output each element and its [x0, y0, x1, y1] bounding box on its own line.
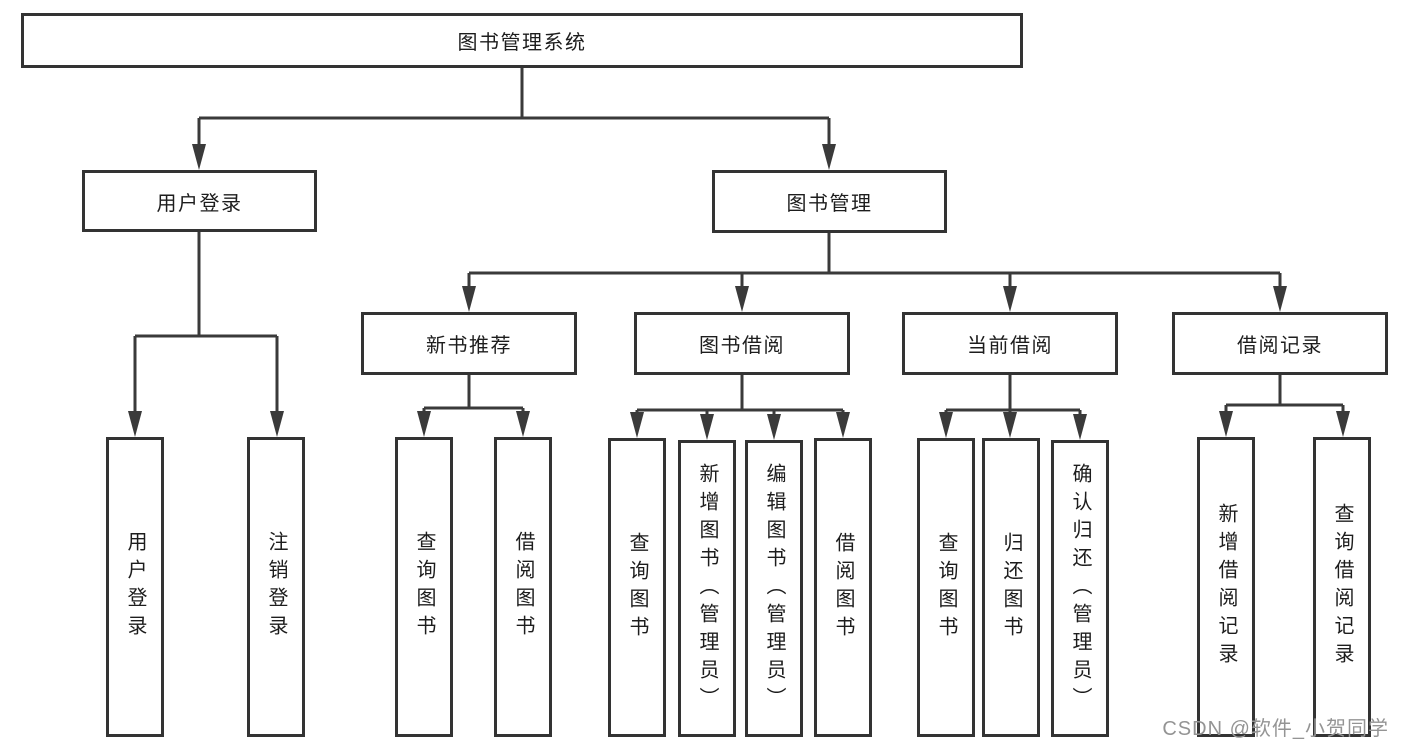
leaf-logout: 注销登录 — [247, 437, 305, 737]
node-new-book-recommend-label: 新书推荐 — [426, 335, 512, 357]
arrowhead — [270, 411, 284, 437]
leaf-user-login-label: 用户登录 — [124, 531, 146, 643]
leaf-add-book-admin: 新增图书（管理员） — [678, 440, 736, 737]
leaf-return-books-label: 归还图书 — [1000, 531, 1022, 644]
node-book-borrow: 图书借阅 — [634, 312, 850, 375]
leaf-add-book-admin-label: 新增图书（管理员） — [696, 462, 718, 715]
node-current-borrow: 当前借阅 — [902, 312, 1118, 375]
leaf-query-books-current-label: 查询图书 — [935, 531, 957, 644]
leaf-confirm-return-admin: 确认归还（管理员） — [1051, 440, 1109, 737]
leaf-borrow-books-recommend-label: 借阅图书 — [512, 531, 534, 643]
arrowhead — [192, 144, 206, 170]
arrowhead — [1003, 412, 1017, 438]
node-user-login-label: 用户登录 — [156, 192, 243, 215]
arrowhead — [939, 412, 953, 438]
arrowhead — [822, 144, 836, 170]
arrowhead — [1219, 411, 1233, 437]
arrowhead — [1336, 411, 1350, 437]
node-borrow-records: 借阅记录 — [1172, 312, 1388, 375]
leaf-borrow-books-borrow: 借阅图书 — [814, 438, 872, 737]
arrowhead — [735, 286, 749, 312]
leaf-borrow-books-recommend: 借阅图书 — [494, 437, 552, 737]
node-current-borrow-label: 当前借阅 — [967, 335, 1053, 357]
arrowhead — [630, 412, 644, 438]
leaf-user-login: 用户登录 — [106, 437, 164, 737]
node-book-management-label: 图书管理 — [786, 193, 873, 215]
leaf-edit-book-admin: 编辑图书（管理员） — [745, 440, 803, 737]
arrowhead — [700, 414, 714, 440]
leaf-query-books-recommend: 查询图书 — [395, 437, 453, 737]
node-book-management: 图书管理 — [712, 170, 947, 233]
leaf-edit-book-admin-label: 编辑图书（管理员） — [763, 462, 785, 715]
leaf-return-books: 归还图书 — [982, 438, 1040, 737]
leaf-add-borrow-record: 新增借阅记录 — [1197, 437, 1255, 737]
watermark-text: CSDN @软件_小贺同学 — [1162, 718, 1389, 740]
arrowhead — [1003, 286, 1017, 312]
leaf-query-books-borrow: 查询图书 — [608, 438, 666, 737]
leaf-logout-label: 注销登录 — [265, 531, 287, 643]
leaf-query-borrow-record-label: 查询借阅记录 — [1331, 503, 1353, 671]
node-book-borrow-label: 图书借阅 — [699, 335, 785, 357]
leaf-query-books-borrow-label: 查询图书 — [626, 531, 648, 644]
node-new-book-recommend: 新书推荐 — [361, 312, 577, 375]
leaf-query-books-recommend-label: 查询图书 — [413, 531, 435, 643]
arrowhead — [128, 411, 142, 437]
arrowhead — [836, 412, 850, 438]
arrowhead — [417, 411, 431, 437]
leaf-add-borrow-record-label: 新增借阅记录 — [1215, 503, 1237, 671]
arrowhead — [462, 286, 476, 312]
arrowhead — [767, 414, 781, 440]
leaf-borrow-books-borrow-label: 借阅图书 — [832, 531, 854, 644]
arrowhead — [1273, 286, 1287, 312]
arrowhead — [1073, 414, 1087, 440]
leaf-query-books-current: 查询图书 — [917, 438, 975, 737]
node-root-label: 图书管理系统 — [457, 32, 587, 54]
leaf-query-borrow-record: 查询借阅记录 — [1313, 437, 1371, 737]
arrowhead — [516, 411, 530, 437]
leaf-confirm-return-admin-label: 确认归还（管理员） — [1069, 462, 1091, 715]
node-borrow-records-label: 借阅记录 — [1237, 335, 1323, 357]
node-user-login: 用户登录 — [82, 170, 317, 232]
node-root: 图书管理系统 — [21, 13, 1023, 68]
